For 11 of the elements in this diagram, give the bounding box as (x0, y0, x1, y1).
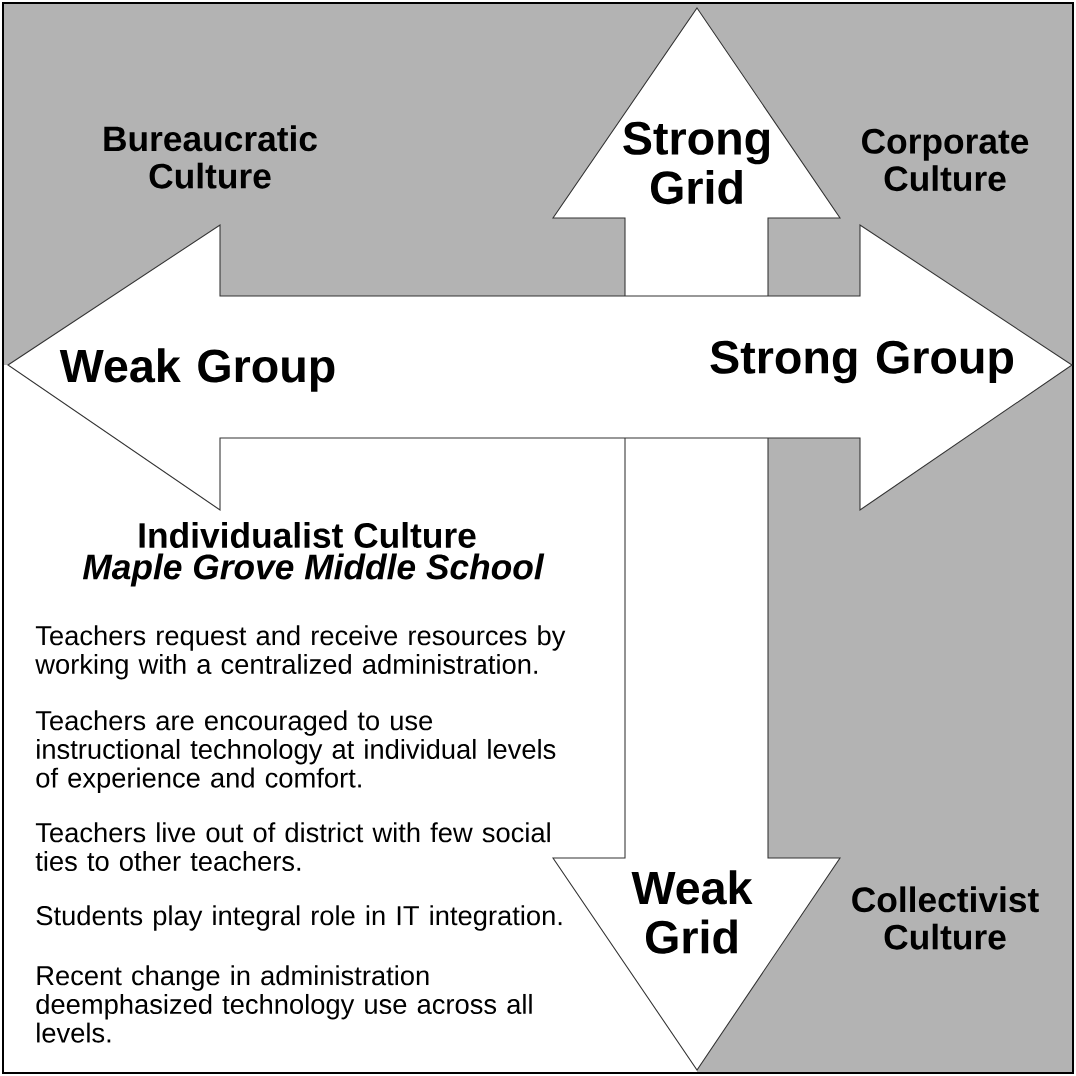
arrow-label: Strong Group (710, 340, 1014, 384)
quadrant-label: Individualist Culture (139, 522, 476, 548)
arrow-label: Strong Grid (623, 121, 770, 205)
school-name: Maple Grove Middle School (82, 553, 545, 587)
quadrant-label: Corporate Culture (862, 128, 1029, 192)
note-text: Students play integral role in IT integration. (36, 905, 562, 931)
arrow-label: Weak Group (59, 348, 335, 392)
quadrant-label: Bureaucratic Culture (104, 125, 317, 189)
note-text: Teachers are encouraged to use instructional technology at individual levels of experience and comfort. (35, 710, 556, 794)
note-text: Teachers request and receive resources by working with a centralized administration. (35, 625, 566, 680)
arrow-label: Weak Grid (631, 870, 753, 954)
